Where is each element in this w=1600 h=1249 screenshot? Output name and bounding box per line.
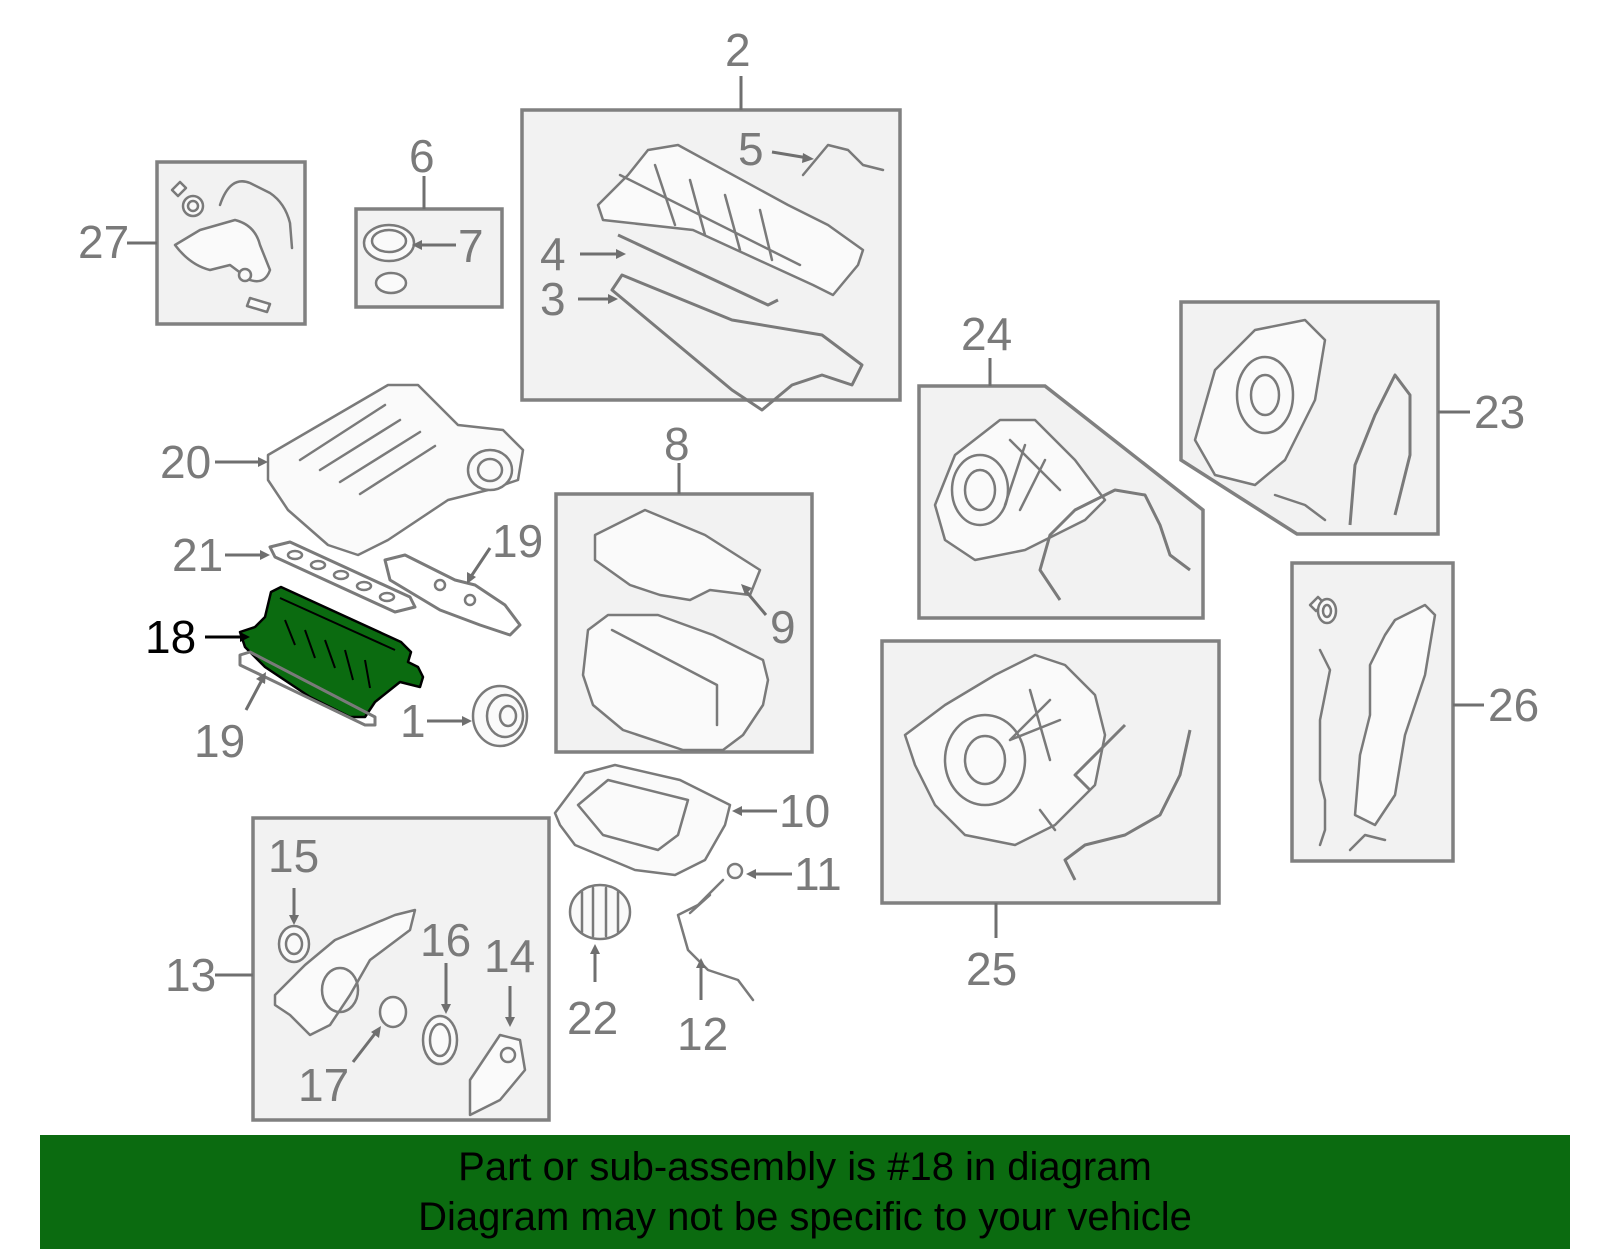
callout-21: 21: [172, 529, 223, 581]
part-19-lower: [238, 650, 377, 727]
callout-5: 5: [738, 123, 764, 175]
banner-line-1: Part or sub-assembly is #18 in diagram: [458, 1145, 1152, 1189]
callout-20: 20: [160, 436, 211, 488]
callout-15: 15: [268, 830, 319, 882]
callout-3: 3: [540, 273, 566, 325]
callout-22: 22: [567, 992, 618, 1044]
callout-7: 7: [458, 220, 484, 272]
callout-6: 6: [409, 130, 435, 182]
group-6: [354, 207, 504, 309]
callout-27: 27: [78, 216, 129, 268]
part-10: [553, 763, 732, 877]
callout-1: 1: [400, 695, 426, 747]
callout-18: 18: [145, 611, 196, 663]
callout-11: 11: [794, 848, 842, 900]
callout-8: 8: [664, 418, 690, 470]
group-24: [917, 384, 1205, 620]
callout-23: 23: [1474, 386, 1525, 438]
callout-2: 2: [725, 24, 751, 76]
group-8: [554, 492, 814, 754]
callout-13: 13: [165, 949, 216, 1001]
group-26: [1290, 561, 1455, 863]
info-banner: Part or sub-assembly is #18 in diagram D…: [40, 1135, 1570, 1249]
callout-25: 25: [966, 943, 1017, 995]
part-22: [568, 883, 632, 941]
banner-line-2: Diagram may not be specific to your vehi…: [418, 1195, 1192, 1239]
callout-19-upper: 19: [492, 515, 543, 567]
part-11-12: [676, 862, 755, 1002]
callout-16: 16: [420, 914, 471, 966]
callout-4: 4: [540, 228, 566, 280]
group-25: [880, 639, 1221, 905]
group-2: [520, 108, 902, 412]
callout-26: 26: [1488, 679, 1539, 731]
part-19-upper: [383, 553, 522, 637]
group-27: [155, 160, 307, 326]
callout-24: 24: [961, 308, 1012, 360]
callout-9: 9: [770, 601, 796, 653]
callout-12: 12: [677, 1008, 728, 1060]
group-23: [1179, 300, 1440, 536]
part-18-highlighted: [238, 585, 425, 719]
part-21: [268, 540, 417, 614]
callout-19-lower: 19: [194, 715, 245, 767]
callout-10: 10: [779, 785, 830, 837]
group-13: [251, 816, 551, 1122]
callout-17: 17: [298, 1059, 349, 1111]
part-1: [471, 684, 529, 748]
part-20: [266, 383, 525, 557]
callout-14: 14: [484, 930, 535, 982]
